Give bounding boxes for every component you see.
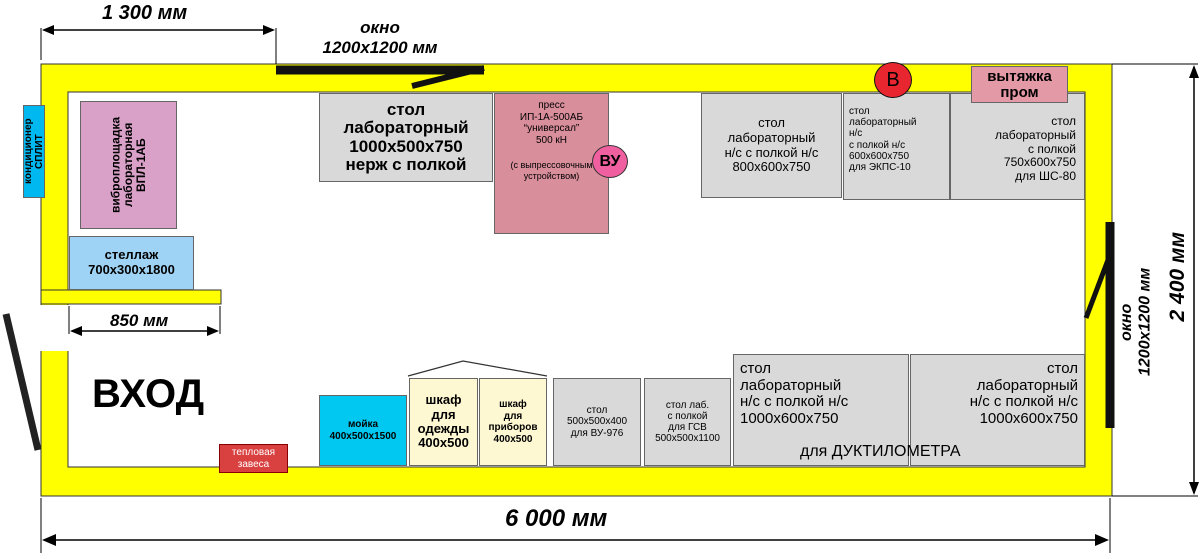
- table-bottom-1: стол лабораторный н/с с полкой н/с 1000x…: [733, 354, 909, 466]
- table-shs: стол лабораторный с полкой 750x600x750 д…: [950, 93, 1085, 200]
- right-window-sash: [1083, 259, 1111, 319]
- right-window-label-line2: 1200x1200 мм: [1136, 267, 1154, 377]
- entrance-gap: [40, 305, 69, 351]
- right-window-label: окно 1200x1200 мм: [1118, 232, 1155, 412]
- vibro-platform: виброплощадка лабораторная ВПЛ-1АБ: [80, 101, 177, 229]
- press-title: пресс ИП-1А-500АБ “универсал” 500 кН: [519, 100, 584, 146]
- table-bottom-2: стол лабораторный н/с с полкой н/с 1000x…: [910, 354, 1085, 466]
- dim-top-width: 1 300 мм: [102, 2, 188, 24]
- hood-exhaust: вытяжка пром: [971, 66, 1068, 103]
- dim-total-length: 6 000 мм: [505, 505, 608, 532]
- dim-shelf-width: 850 мм: [110, 311, 169, 330]
- table-ekps: стол лабораторный н/с с полкой н/с 600x6…: [843, 93, 950, 200]
- vu-badge: ВУ: [592, 145, 628, 178]
- table-ekps-label: стол лабораторный н/с с полкой н/с 600x6…: [849, 106, 917, 173]
- top-window-label: окно 1200x1200 мм: [290, 18, 470, 57]
- top-window-label-line2: 1200x1200 мм: [322, 37, 438, 57]
- door-leaf: [2, 313, 42, 451]
- cabinet-clothes: шкаф для одежды 400x500: [409, 378, 478, 466]
- top-window-sash: [411, 65, 485, 89]
- top-window-label-line1: окно: [360, 18, 400, 37]
- press-note: (с выпрессовочным устройством): [510, 160, 593, 182]
- entrance-label: ВХОД: [92, 372, 205, 416]
- conditioner-split: кондиционер СПЛИТ: [23, 105, 45, 198]
- vu-badge-label: ВУ: [599, 152, 621, 170]
- valve-badge-label: В: [886, 68, 900, 91]
- valve-badge: В: [874, 62, 912, 98]
- cabinet-devices: шкаф для приборов 400x500: [479, 378, 547, 466]
- dim-total-width: 2 400 мм: [1166, 232, 1189, 322]
- press-universal: пресс ИП-1А-500АБ “универсал” 500 кН (с …: [494, 93, 609, 234]
- sink: мойка 400x500x1500: [319, 395, 407, 466]
- shelf-partition: [40, 289, 222, 305]
- cabinet-roof: [407, 360, 548, 377]
- heat-curtain: тепловая завеса: [219, 444, 288, 473]
- table-vu976: стол 500x500x400 для ВУ-976: [553, 378, 641, 466]
- right-window-label-line1: окно: [1118, 303, 1135, 341]
- rack-shelving: стеллаж 700x300x1800: [69, 236, 194, 290]
- table-right-1: стол лабораторный н/с с полкой н/с 800x6…: [701, 93, 842, 198]
- table-gsv: стол лаб. с полкой для ГСВ 500x500x1100: [644, 378, 731, 466]
- table-stainless: стол лабораторный 1000x500x750 нерж с по…: [319, 93, 493, 182]
- ductilometer-label: для ДУКТИЛОМЕТРА: [800, 443, 961, 460]
